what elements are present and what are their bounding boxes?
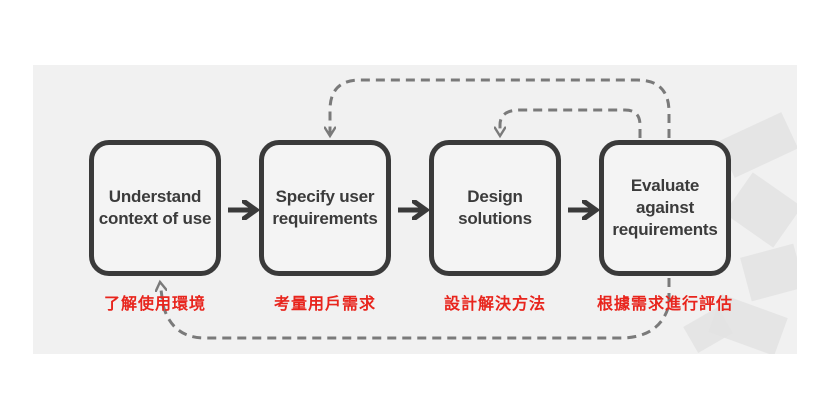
- step-label: Design solutions: [458, 187, 532, 228]
- step-label: Evaluate against requirements: [612, 176, 718, 239]
- step-label: Specify user requirements: [272, 187, 378, 228]
- feedback-arrow-evaluate-to-design: [500, 108, 642, 138]
- step-box-understand-context: Understand context of use: [89, 140, 221, 276]
- step-label: Understand context of use: [98, 187, 212, 228]
- step-box-evaluate: Evaluate against requirements: [599, 140, 731, 276]
- feedback-arrow-evaluate-to-understand: [160, 278, 671, 340]
- step-label-zh-specify: 考量用戶需求: [273, 294, 376, 313]
- step-box-design-solutions: Design solutions: [429, 140, 561, 276]
- feedback-arrow-evaluate-to-specify: [330, 78, 671, 138]
- step-label-zh-understand: 了解使用環境: [103, 294, 206, 313]
- step-label-zh-design: 設計解決方法: [443, 294, 546, 313]
- step-box-specify-requirements: Specify user requirements: [259, 140, 391, 276]
- step-label-zh-evaluate: 根據需求進行評估: [596, 294, 733, 313]
